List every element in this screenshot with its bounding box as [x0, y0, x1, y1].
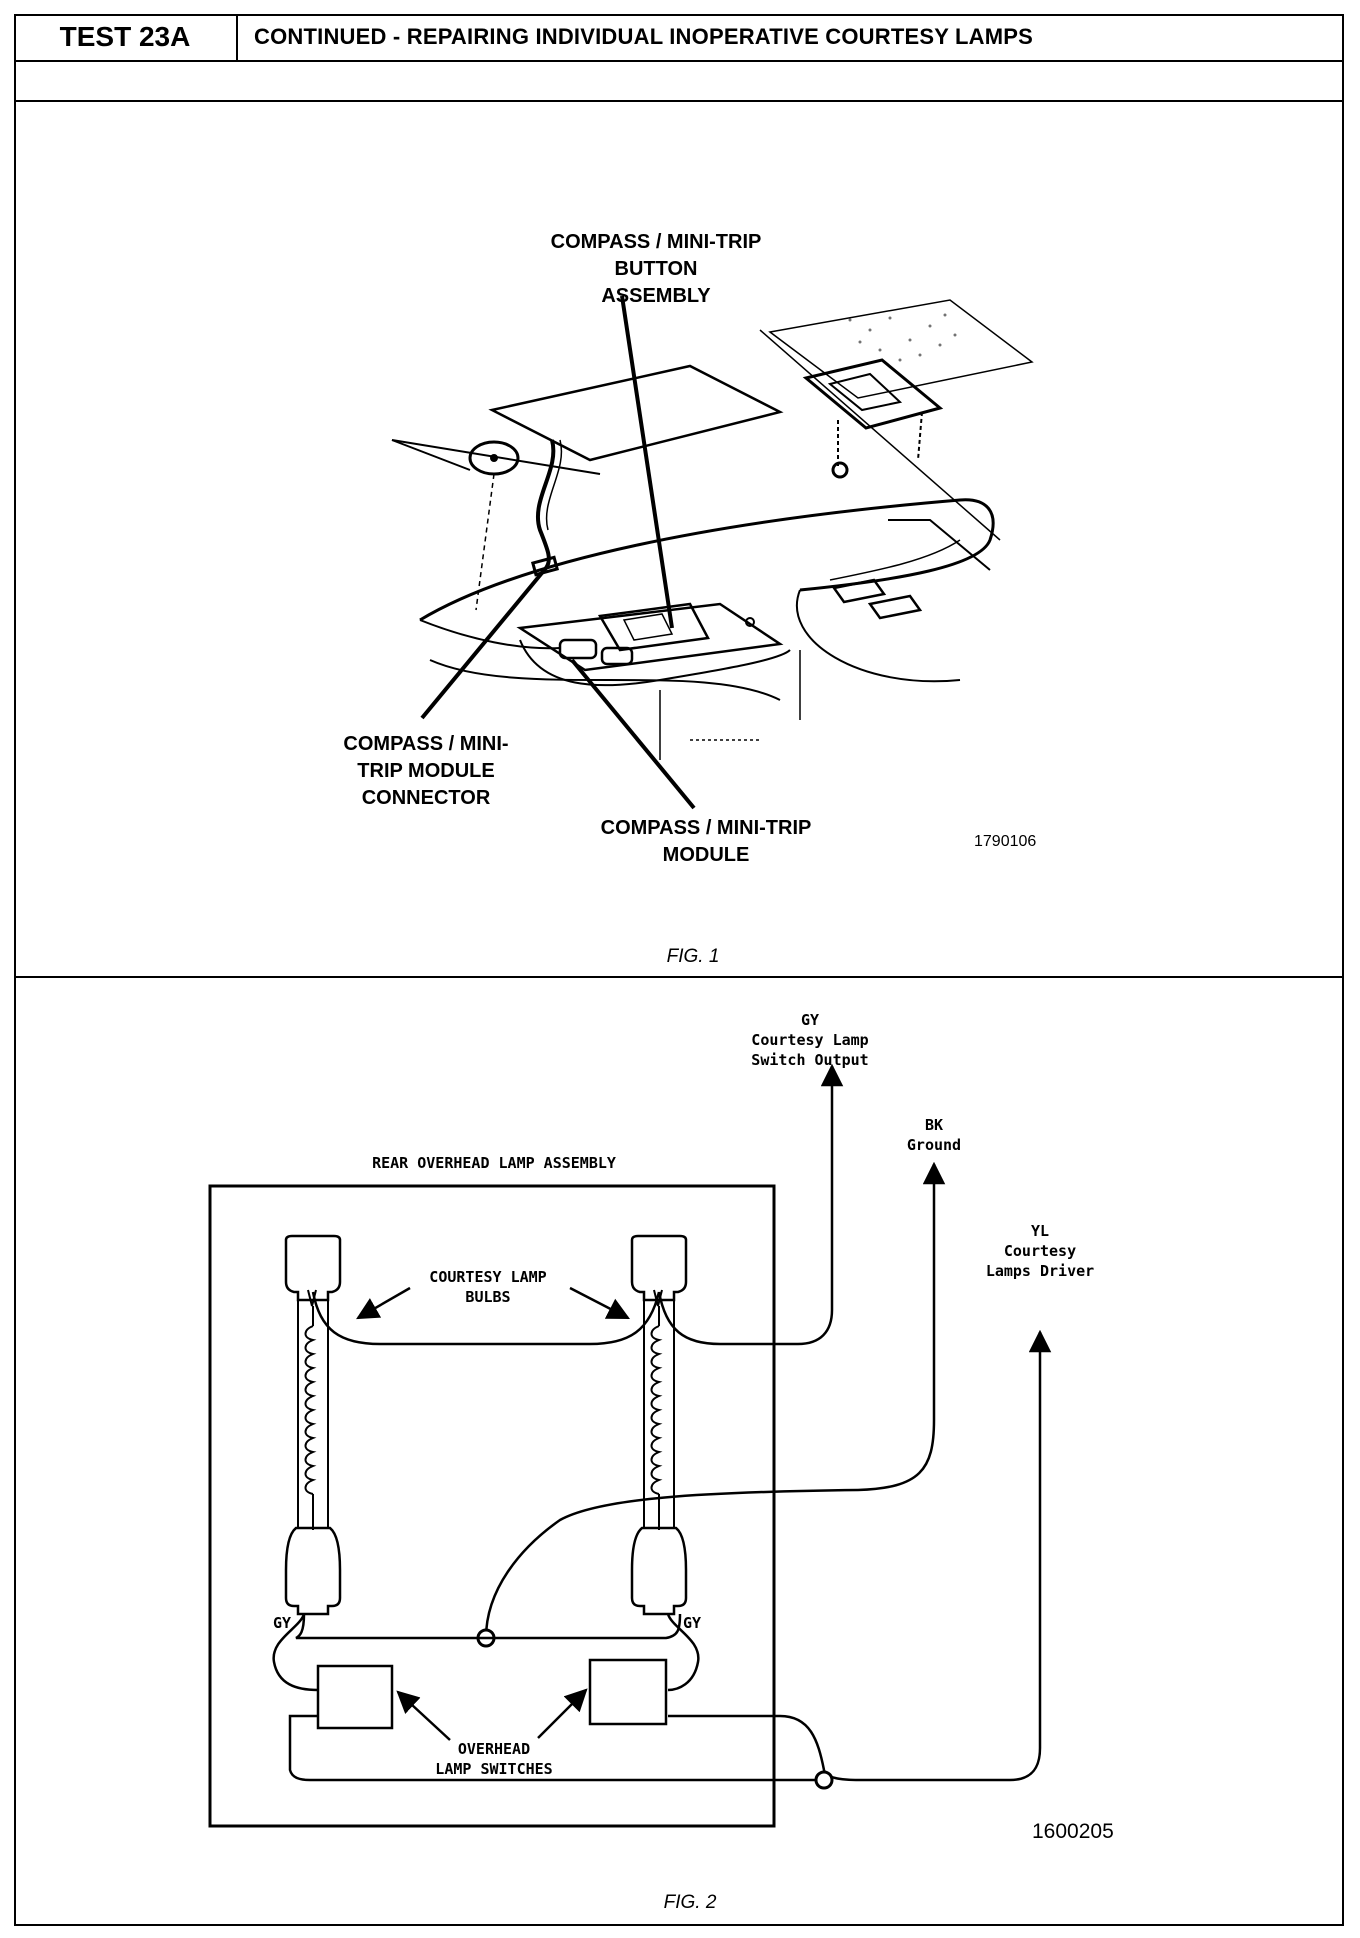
rear-overhead-lamp-assembly-box: [208, 1184, 776, 1828]
fig1-leaders: [420, 295, 696, 810]
fig1-illustration: [391, 299, 1034, 760]
fig2-callout-arrows: [356, 1286, 630, 1741]
fig1-caption: FIG. 1: [667, 946, 720, 967]
leader-button-assembly: [620, 295, 674, 629]
label-gy-3: Switch Output: [751, 1051, 868, 1069]
label-button-assembly-3: ASSEMBLY: [601, 285, 711, 307]
label-gy-left: GY: [273, 1614, 291, 1632]
label-gy-1: GY: [801, 1011, 819, 1029]
wire-yl-lamps-driver: [668, 1329, 1052, 1782]
label-yl-2: Courtesy: [1004, 1242, 1076, 1260]
label-button-assembly-2: BUTTON: [615, 258, 698, 280]
label-module-1: COMPASS / MINI-TRIP: [601, 817, 812, 839]
wire-gy-switch-output: [657, 1063, 844, 1346]
left-overhead-lamp-switch: [316, 1664, 394, 1730]
wire-bk-ground: [484, 1161, 946, 1639]
wire-gy-bulb-bus: [311, 1291, 661, 1346]
fig2-wiring: [272, 1063, 1052, 1790]
fig2-caption: FIG. 2: [664, 1892, 717, 1913]
fig2-part-number: 1600205: [1032, 1820, 1114, 1843]
label-bk-1: BK: [925, 1116, 943, 1134]
header-row: TEST 23A CONTINUED - REPAIRING INDIVIDUA…: [14, 14, 1344, 62]
label-bulbs-2: BULBS: [465, 1288, 510, 1306]
label-switches-2: LAMP SWITCHES: [435, 1760, 552, 1778]
label-bulbs-1: COURTESY LAMP: [429, 1268, 546, 1286]
leader-module: [570, 658, 696, 810]
label-bk-2: Ground: [907, 1136, 961, 1154]
test-title: CONTINUED - REPAIRING INDIVIDUAL INOPERA…: [254, 24, 1034, 49]
right-overhead-lamp-switch: [588, 1658, 668, 1726]
driver-splice: [814, 1770, 834, 1790]
figure-divider: [14, 976, 1344, 978]
label-connector-1: COMPASS / MINI-: [343, 733, 508, 755]
right-courtesy-lamp-bulb: [630, 1234, 688, 1616]
test-id: TEST 23A: [14, 14, 238, 60]
label-module-2: MODULE: [663, 844, 750, 866]
label-gy-right: GY: [683, 1614, 701, 1632]
label-yl-3: Lamps Driver: [986, 1262, 1094, 1280]
header-sub-band: [14, 62, 1344, 102]
left-courtesy-lamp-bulb: [284, 1234, 342, 1616]
label-switches-1: OVERHEAD: [458, 1740, 530, 1758]
label-assembly: REAR OVERHEAD LAMP ASSEMBLY: [372, 1154, 616, 1172]
page-frame: [14, 14, 1344, 1926]
label-connector-3: CONNECTOR: [362, 787, 491, 809]
label-yl-1: YL: [1031, 1222, 1049, 1240]
label-gy-2: Courtesy Lamp: [751, 1031, 868, 1049]
leader-connector: [420, 566, 548, 720]
label-connector-2: TRIP MODULE: [357, 760, 494, 782]
fig1-part-number: 1790106: [974, 833, 1036, 850]
label-button-assembly-1: COMPASS / MINI-TRIP: [551, 231, 762, 253]
